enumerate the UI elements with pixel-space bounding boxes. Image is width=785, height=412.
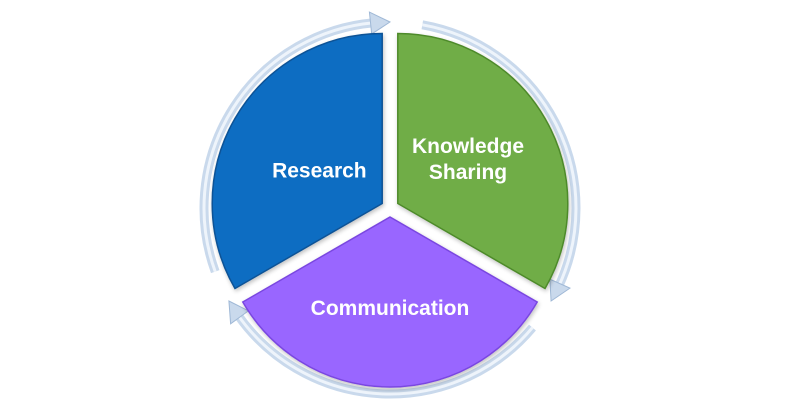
- segment-research: [211, 32, 383, 290]
- ring-arc-highlight-3: [236, 313, 534, 396]
- ring-arc-highlight-2: [422, 23, 578, 288]
- segment-communication: [241, 216, 539, 388]
- ring-arrowhead-3: [228, 300, 250, 325]
- label-line-communication-1: Communication: [311, 297, 470, 320]
- label-line-research-1: Research: [272, 159, 367, 182]
- label-line-knowledge-sharing-1: Knowledge: [412, 135, 524, 158]
- segment-group: [211, 32, 569, 388]
- cycle-ring: [199, 11, 581, 399]
- ring-arc-highlight-1: [202, 21, 374, 273]
- label-communication: Communication: [311, 297, 470, 320]
- ring-arrowhead-1: [368, 11, 392, 35]
- label-line-knowledge-sharing-2: Sharing: [429, 161, 507, 184]
- label-research: Research: [272, 159, 367, 182]
- ring-arrowhead-2: [549, 278, 571, 302]
- segment-knowledge-sharing: [397, 32, 569, 290]
